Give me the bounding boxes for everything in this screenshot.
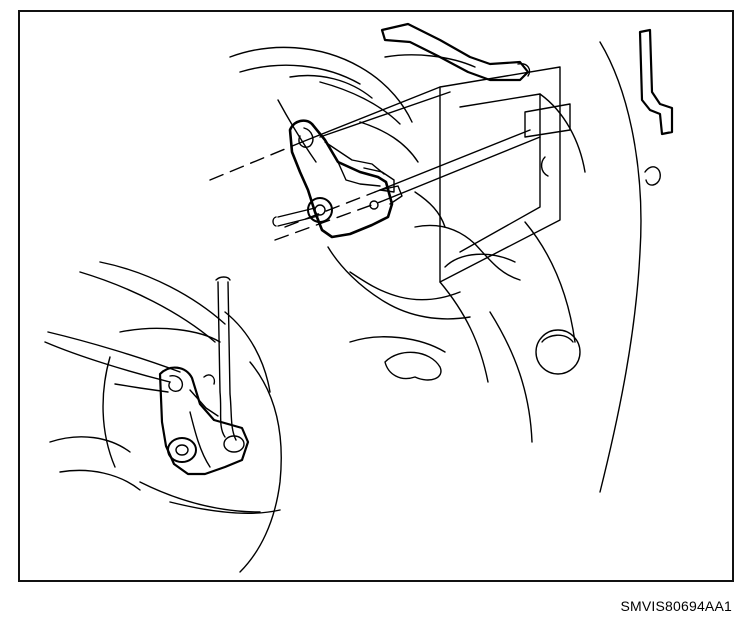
body-panel-contours — [229, 46, 521, 320]
figure-code-label: SMVIS80694AA1 — [620, 598, 732, 614]
door-panel — [349, 41, 642, 493]
upper-rod — [380, 22, 531, 82]
lower-hinge — [114, 276, 250, 476]
hinge-exploded-view-illustration — [44, 22, 674, 573]
alignment-lines-solid — [301, 86, 541, 203]
alignment-lines — [209, 141, 381, 241]
diagram-frame — [18, 10, 734, 582]
lower-body-contours — [44, 261, 282, 573]
upper-hinge — [272, 119, 403, 239]
edge-bracket — [638, 28, 674, 186]
